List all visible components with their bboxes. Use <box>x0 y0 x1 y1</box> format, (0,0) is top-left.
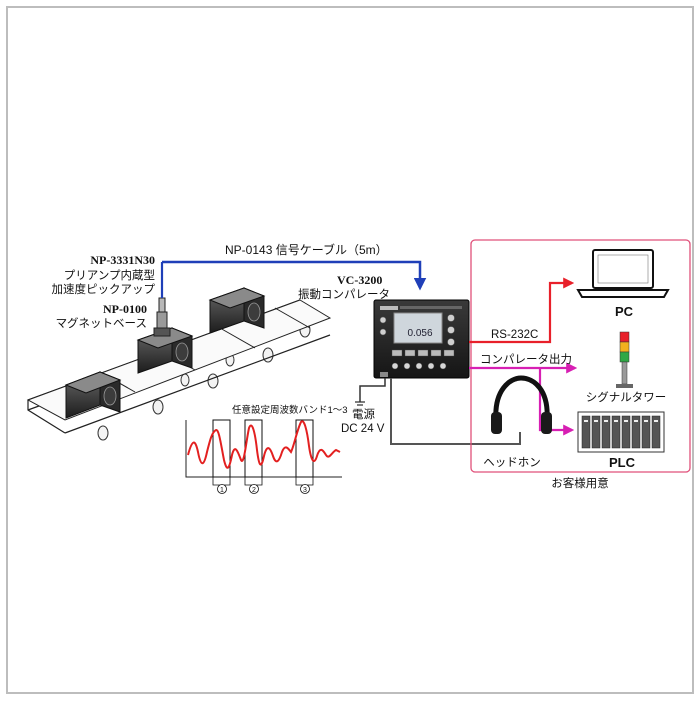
power-line <box>359 378 386 402</box>
sensor-model: NP-3331N30 <box>90 253 155 267</box>
customer-box-label: お客様用意 <box>551 476 609 490</box>
signal-tower-label: シグナルタワー <box>586 390 667 404</box>
rs232c-line <box>469 277 575 344</box>
power-label: 電源 <box>352 407 375 421</box>
headphone-line <box>390 378 521 445</box>
band-marker-3: 3 <box>300 484 310 494</box>
headphone-icon <box>491 375 552 434</box>
vibration-waveform <box>187 420 341 469</box>
device-screen <box>393 312 443 344</box>
plc-label: PLC <box>609 455 636 470</box>
headphone-label: ヘッドホン <box>483 456 541 469</box>
customer-box <box>470 239 691 473</box>
sensor-desc-line2: 加速度ピックアップ <box>52 282 156 296</box>
plc-icon <box>577 411 665 453</box>
rs232c-label: RS-232C <box>491 329 538 341</box>
band-box-1 <box>212 419 231 478</box>
pc-laptop-icon <box>576 249 670 298</box>
band-marker-2: 2 <box>249 484 259 494</box>
converter-model: VC-3200 <box>337 273 382 287</box>
outer-frame <box>6 6 694 694</box>
pc-label: PC <box>615 304 634 319</box>
waveform-title: 任意設定周波数バンド1～3 <box>232 404 348 416</box>
device-screen-value: 0.056 <box>407 328 432 339</box>
band-box-3 <box>295 419 314 478</box>
svg-text:1: 1 <box>220 487 224 494</box>
motor-middle <box>136 327 194 374</box>
waveform-panel: 任意設定周波数バンド1～3 1 2 3 <box>185 404 348 494</box>
base-model: NP-0100 <box>103 302 147 316</box>
vc3200-device: 0.056 <box>373 299 470 379</box>
power-spec: DC 24 V <box>341 423 385 435</box>
sensor-desc-line1: プリアンプ内蔵型 <box>64 268 155 282</box>
cable-label: NP-0143 信号ケーブル（5m） <box>225 242 388 257</box>
signal-tower-icon <box>616 331 633 388</box>
signal-cable-line <box>162 260 427 291</box>
converter-desc: 振動コンパレータ <box>298 287 390 301</box>
conveyor-illustration <box>26 262 332 441</box>
comparator-label: コンパレータ出力 <box>480 352 572 366</box>
motor-front <box>64 371 122 419</box>
band-marker-1: 1 <box>217 484 227 494</box>
accelerometer-sensor <box>153 262 171 337</box>
svg-text:2: 2 <box>252 487 256 494</box>
motor-back <box>208 287 266 334</box>
base-desc: マグネットベース <box>56 316 147 330</box>
svg-text:3: 3 <box>303 487 307 494</box>
